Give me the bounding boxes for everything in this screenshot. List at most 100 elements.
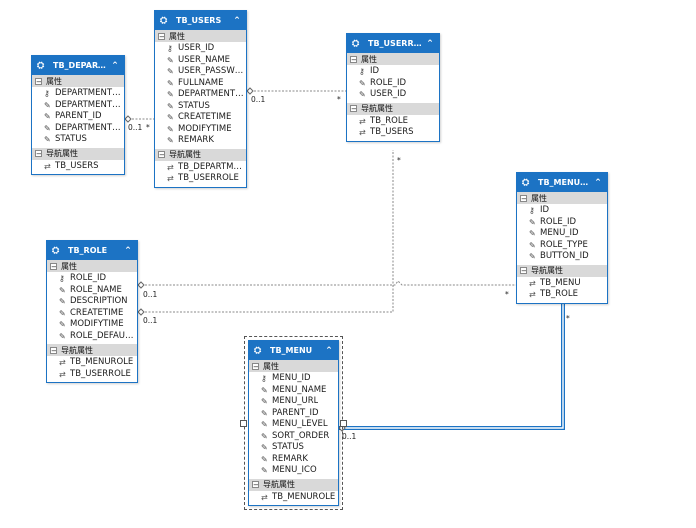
chevron-up-icon[interactable]: ⌃ bbox=[325, 345, 333, 356]
navigation-row[interactable]: ⇄TB_USERROLE bbox=[47, 369, 137, 381]
properties-section-header[interactable]: −属性 bbox=[47, 260, 137, 272]
property-row[interactable]: ⚷USER_ID bbox=[155, 43, 246, 55]
property-row[interactable]: ✎STATUS bbox=[155, 101, 246, 113]
property-row[interactable]: ✎CREATETIME bbox=[155, 112, 246, 124]
navigation-section-header[interactable]: −导航属性 bbox=[47, 344, 137, 356]
navigation-section-header[interactable]: −导航属性 bbox=[155, 148, 246, 161]
navigation-section-header[interactable]: −导航属性 bbox=[517, 264, 607, 277]
minus-icon[interactable]: − bbox=[35, 77, 42, 86]
entity-tb_role[interactable]: ⛭TB_ROLE⌃−属性⚷ROLE_ID✎ROLE_NAME✎DESCRIPTI… bbox=[46, 240, 138, 383]
property-row[interactable]: ⚷ROLE_ID bbox=[47, 273, 137, 285]
navigation-section-header[interactable]: −导航属性 bbox=[32, 147, 124, 160]
properties-section-header[interactable]: −属性 bbox=[155, 30, 246, 42]
property-row[interactable]: ⚷DEPARTMENT_... bbox=[32, 88, 124, 100]
property-row[interactable]: ✎USER_PASSWO... bbox=[155, 66, 246, 78]
property-row[interactable]: ✎MENU_LEVEL bbox=[249, 419, 338, 431]
minus-icon[interactable]: − bbox=[50, 262, 57, 271]
navigation-row[interactable]: ⇄TB_USERROLE bbox=[155, 173, 246, 185]
minus-icon[interactable]: − bbox=[252, 481, 259, 489]
entity-tb_users[interactable]: ⛭TB_USERS⌃−属性⚷USER_ID✎USER_NAME✎USER_PAS… bbox=[154, 10, 247, 188]
minus-icon[interactable]: − bbox=[158, 32, 165, 41]
entity-tb_department[interactable]: ⛭TB_DEPART...⌃−属性⚷DEPARTMENT_...✎DEPARTM… bbox=[31, 55, 125, 175]
property-row[interactable]: ⚷ID bbox=[347, 66, 439, 78]
property-row[interactable]: ✎STATUS bbox=[249, 442, 338, 454]
minus-icon[interactable]: − bbox=[50, 346, 57, 355]
property-row[interactable]: ✎DESCRIPTION bbox=[47, 296, 137, 308]
property-row[interactable]: ✎USER_NAME bbox=[155, 55, 246, 67]
property-row[interactable]: ⚷MENU_ID bbox=[249, 373, 338, 385]
property-row[interactable]: ✎DEPARTMENT_... bbox=[32, 100, 124, 112]
chevron-up-icon[interactable]: ⌃ bbox=[111, 60, 119, 71]
chevron-up-icon[interactable]: ⌃ bbox=[426, 38, 434, 49]
entity-header[interactable]: ⛭TB_MENU⌃ bbox=[249, 341, 338, 360]
property-row[interactable]: ✎DEPARTMENT_... bbox=[155, 89, 246, 101]
chevron-up-icon[interactable]: ⌃ bbox=[233, 15, 241, 26]
minus-icon[interactable]: − bbox=[350, 105, 357, 113]
property-row[interactable]: ✎ROLE_ID bbox=[347, 78, 439, 90]
property-row[interactable]: ✎MENU_URL bbox=[249, 396, 338, 408]
entity-header[interactable]: ⛭TB_ROLE⌃ bbox=[47, 241, 137, 260]
property-row[interactable]: ✎USER_ID bbox=[347, 89, 439, 101]
association-line-role-userrole[interactable] bbox=[138, 150, 394, 313]
entity-tb_userrole[interactable]: ⛭TB_USERROLE⌃−属性⚷ID✎ROLE_ID✎USER_ID−导航属性… bbox=[346, 33, 440, 142]
entity-header[interactable]: ⛭TB_USERROLE⌃ bbox=[347, 34, 439, 53]
minus-icon[interactable]: − bbox=[520, 194, 527, 203]
property-row[interactable]: ✎PARENT_ID bbox=[32, 111, 124, 123]
property-row[interactable]: ✎STATUS bbox=[32, 134, 124, 146]
property-row[interactable]: ✎REMARK bbox=[155, 135, 246, 147]
property-row[interactable]: ✎ROLE_NAME bbox=[47, 285, 137, 297]
property-row[interactable]: ✎DEPARTMENT_... bbox=[32, 123, 124, 135]
properties-section-header[interactable]: −属性 bbox=[517, 192, 607, 204]
entity-header[interactable]: ⛭TB_DEPART...⌃ bbox=[32, 56, 124, 75]
property-name: CREATETIME bbox=[70, 307, 124, 318]
property-row[interactable]: ✎CREATETIME bbox=[47, 308, 137, 320]
navigation-row[interactable]: ⇄TB_MENU bbox=[517, 278, 607, 290]
resize-handle[interactable] bbox=[240, 420, 247, 427]
navigation-row[interactable]: ⇄TB_ROLE bbox=[517, 289, 607, 301]
navigation-row[interactable]: ⇄TB_MENUROLE bbox=[47, 357, 137, 369]
minus-icon[interactable]: − bbox=[158, 151, 165, 159]
property-row[interactable]: ✎MENU_NAME bbox=[249, 385, 338, 397]
minus-icon[interactable]: − bbox=[350, 55, 357, 64]
key-icon: ⚷ bbox=[261, 374, 267, 383]
property-row[interactable]: ✎FULLNAME bbox=[155, 78, 246, 90]
properties-section-header[interactable]: −属性 bbox=[347, 53, 439, 65]
property-row[interactable]: ✎MENU_ID bbox=[517, 228, 607, 240]
chevron-up-icon[interactable]: ⌃ bbox=[124, 245, 132, 256]
property-row[interactable]: ✎MODIFYTIME bbox=[47, 319, 137, 331]
property-row[interactable]: ✎MODIFYTIME bbox=[155, 124, 246, 136]
navigation-list: ⇄TB_ROLE⇄TB_USERS bbox=[347, 115, 439, 141]
entity-tb_menu[interactable]: ⛭TB_MENU⌃−属性⚷MENU_ID✎MENU_NAME✎MENU_URL✎… bbox=[244, 336, 343, 510]
entity-title: TB_USERS bbox=[176, 16, 222, 25]
minus-icon[interactable]: − bbox=[520, 267, 527, 275]
property-row[interactable]: ✎BUTTON_ID bbox=[517, 251, 607, 263]
property-row[interactable]: ✎MENU_ICO bbox=[249, 465, 338, 477]
association-line-menu-menurole[interactable] bbox=[339, 304, 565, 430]
chevron-up-icon[interactable]: ⌃ bbox=[594, 177, 602, 188]
navigation-section-header[interactable]: −导航属性 bbox=[249, 478, 338, 491]
property-row[interactable]: ✎ROLE_ID bbox=[517, 217, 607, 229]
navigation-section-header[interactable]: −导航属性 bbox=[347, 102, 439, 115]
entity-header[interactable]: ⛭TB_USERS⌃ bbox=[155, 11, 246, 30]
properties-section-header[interactable]: −属性 bbox=[32, 75, 124, 87]
wrench-icon: ✎ bbox=[167, 90, 174, 99]
property-row[interactable]: ✎ROLE_DEFAUL... bbox=[47, 331, 137, 343]
navigation-row[interactable]: ⇄TB_USERS bbox=[347, 127, 439, 139]
resize-handle[interactable] bbox=[340, 420, 347, 427]
entity-header[interactable]: ⛭TB_MENUROLE⌃ bbox=[517, 173, 607, 192]
property-row[interactable]: ✎SORT_ORDER bbox=[249, 431, 338, 443]
entity-tb_menurole[interactable]: ⛭TB_MENUROLE⌃−属性⚷ID✎ROLE_ID✎MENU_ID✎ROLE… bbox=[516, 172, 608, 304]
property-row[interactable]: ⚷ID bbox=[517, 205, 607, 217]
association-line-role-menurole[interactable] bbox=[138, 280, 516, 286]
navigation-row[interactable]: ⇄TB_USERS bbox=[32, 161, 124, 173]
navigation-row[interactable]: ⇄TB_DEPARTME... bbox=[155, 162, 246, 174]
navigation-row[interactable]: ⇄TB_MENUROLE bbox=[249, 492, 338, 504]
properties-section-header[interactable]: −属性 bbox=[249, 360, 338, 372]
minus-icon[interactable]: − bbox=[35, 150, 42, 158]
property-row[interactable]: ✎REMARK bbox=[249, 454, 338, 466]
property-row[interactable]: ✎ROLE_TYPE bbox=[517, 240, 607, 252]
property-row[interactable]: ✎PARENT_ID bbox=[249, 408, 338, 420]
properties-list: ⚷DEPARTMENT_...✎DEPARTMENT_...✎PARENT_ID… bbox=[32, 87, 124, 148]
navigation-row[interactable]: ⇄TB_ROLE bbox=[347, 116, 439, 128]
minus-icon[interactable]: − bbox=[252, 362, 259, 371]
